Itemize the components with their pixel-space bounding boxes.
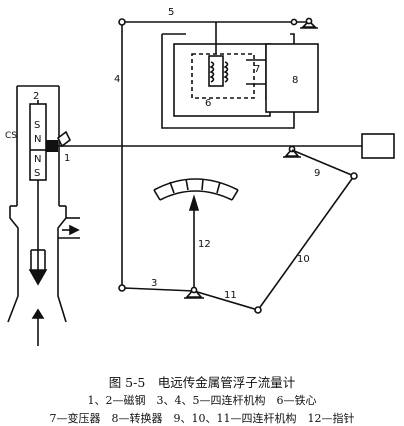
converter-8: [265, 43, 319, 113]
iron-core-6: [191, 22, 255, 99]
link-3: [123, 287, 195, 292]
magnet-pole-s-top: S: [34, 120, 40, 131]
label-3: 3: [151, 278, 157, 289]
magnet-1-lever: [46, 130, 292, 152]
magnet-2: [29, 103, 47, 181]
link-10: [257, 175, 355, 311]
side-label-cs: CS: [5, 131, 17, 141]
pivot-9: [283, 145, 301, 158]
magnet-pole-n-right: N: [34, 154, 41, 165]
label-6: 6: [205, 98, 211, 109]
magnet-pole-n-left: N: [34, 134, 41, 145]
scale-dial: [153, 178, 239, 201]
figure-title: 图 5-5 电远传金属管浮子流量计: [108, 375, 296, 390]
link-9: [291, 149, 355, 177]
float-housing: [7, 206, 67, 323]
label-10: 10: [297, 254, 310, 265]
label-8: 8: [292, 75, 298, 86]
counterweight: [292, 133, 395, 159]
label-12: 12: [198, 239, 211, 250]
label-11: 11: [224, 290, 237, 301]
magnet-pole-s-bottom: S: [34, 168, 40, 179]
legend-line-1: 1、2—磁钢 3、4、5—四连杆机构 6—铁心: [87, 394, 317, 407]
legend-line-2: 7—变压器 8—转换器 9、10、11—四连杆机构 12—指针: [49, 412, 355, 425]
outlet-pipe: [58, 217, 80, 239]
link-11: [193, 290, 259, 311]
label-9: 9: [314, 168, 320, 179]
label-5: 5: [168, 7, 174, 18]
label-2: 2: [33, 91, 39, 102]
label-4: 4: [114, 74, 120, 85]
pivot-pointer: [184, 286, 204, 299]
joints-lower: [254, 172, 358, 314]
label-1: 1: [64, 153, 70, 164]
pivots-upper: [118, 17, 318, 292]
pointer-12: [188, 194, 200, 291]
label-7: 7: [254, 64, 260, 75]
inlet-arrow: [31, 308, 45, 346]
